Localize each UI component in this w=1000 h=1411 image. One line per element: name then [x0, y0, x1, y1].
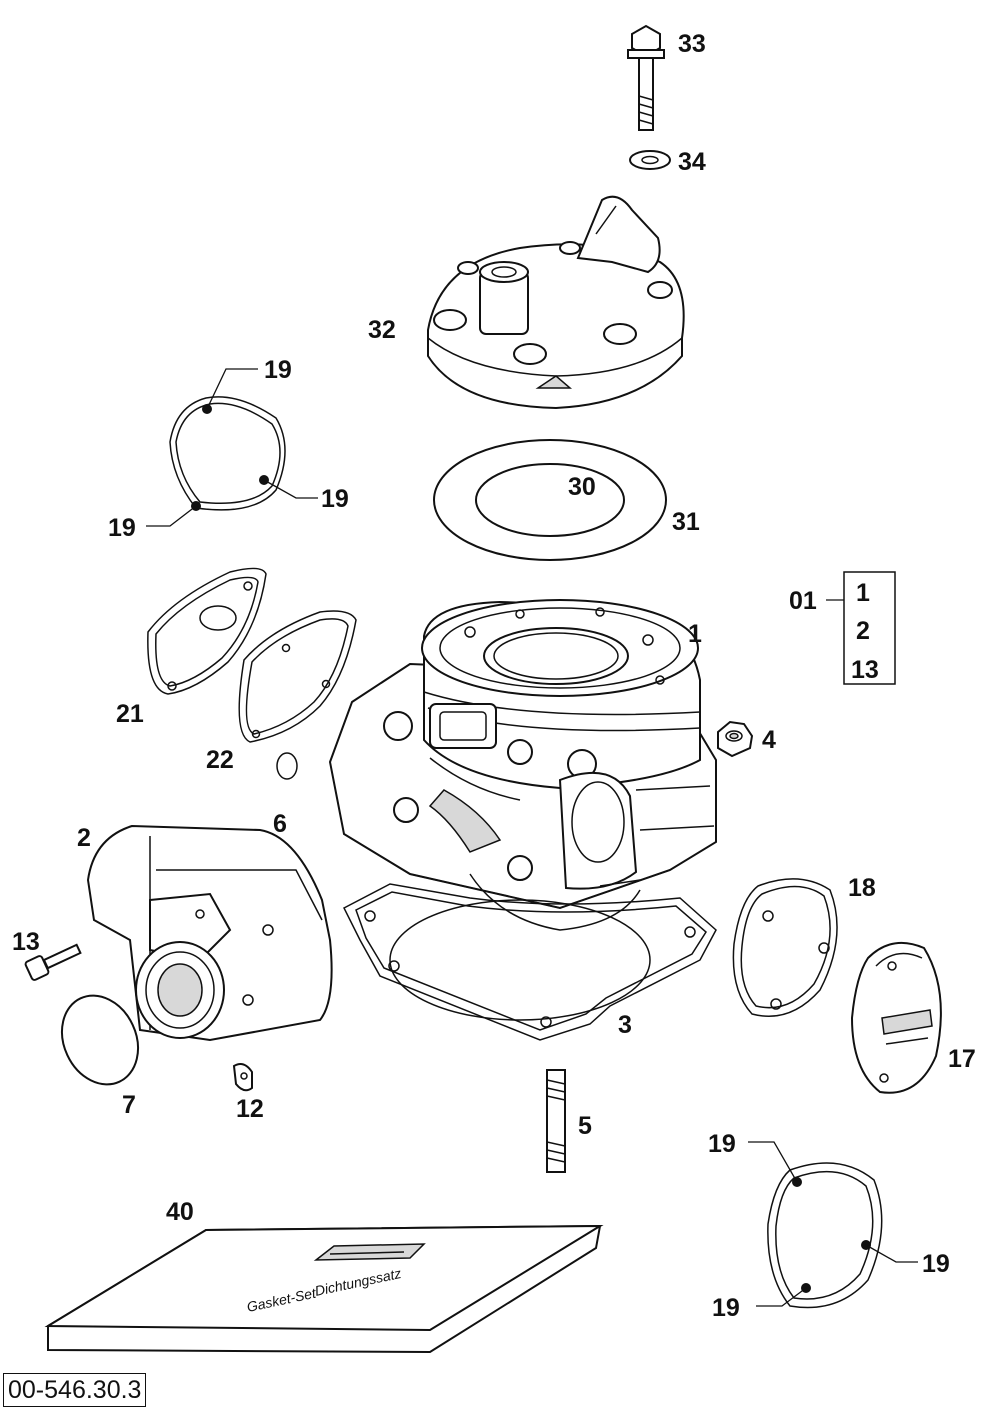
callout-12: 12	[236, 1095, 264, 1123]
base-gasket-part-3	[342, 883, 717, 1041]
callout-21: 21	[116, 700, 144, 728]
callout-32: 32	[368, 316, 396, 344]
gasket-part-22	[238, 610, 357, 743]
callout-19-lower-top: 19	[708, 1130, 736, 1158]
callout-6: 6	[273, 810, 287, 838]
head-o-rings-part-30-31	[433, 439, 667, 561]
callout-33: 33	[678, 30, 706, 58]
gasket-set-booklet-part-40: Dichtungssatz Gasket-Set	[44, 1224, 604, 1354]
bolt-part-33	[627, 24, 665, 131]
callout-34: 34	[678, 148, 706, 176]
callout-19-top: 19	[264, 356, 292, 384]
kit-item-13: 13	[851, 656, 879, 684]
kit-01-bracket	[826, 571, 896, 685]
drawing-number-label: 00-546.30.3	[3, 1373, 147, 1407]
gasket-part-18	[732, 878, 838, 1018]
cylinder-head-part-32	[427, 195, 685, 410]
callout-22: 22	[206, 746, 234, 774]
callout-19-right: 19	[321, 485, 349, 513]
nut-part-4	[717, 720, 754, 758]
o-ring-part-7	[61, 994, 139, 1086]
callout-3: 3	[618, 1011, 632, 1039]
gasket-part-21	[147, 567, 267, 695]
callout-17: 17	[948, 1045, 976, 1073]
callout-13: 13	[12, 928, 40, 956]
kit-item-2: 2	[856, 617, 870, 645]
callout-19-left: 19	[108, 514, 136, 542]
callout-31: 31	[672, 508, 700, 536]
callout-4: 4	[762, 726, 776, 754]
o-ring-part-6	[276, 752, 298, 780]
cover-part-17	[850, 941, 942, 1094]
callout-30: 30	[568, 473, 596, 501]
cylinder-part-1	[328, 599, 717, 931]
callout-01: 01	[789, 587, 817, 615]
callout-1: 1	[688, 620, 702, 648]
callout-40: 40	[166, 1198, 194, 1226]
clip-part-12	[232, 1063, 253, 1092]
callout-18: 18	[848, 874, 876, 902]
exhaust-flange-part-2	[86, 824, 333, 1042]
kit-item-1: 1	[856, 579, 870, 607]
callout-7: 7	[122, 1091, 136, 1119]
callout-19-lower-right: 19	[922, 1250, 950, 1278]
callout-5: 5	[578, 1112, 592, 1140]
callout-19-lower-left: 19	[712, 1294, 740, 1322]
gasket-lower-right	[748, 1141, 918, 1309]
gasket-upper-left	[146, 368, 318, 527]
screw-part-13	[24, 943, 82, 981]
stud-part-5	[546, 1069, 566, 1173]
washer-part-34	[629, 150, 671, 170]
callout-2: 2	[77, 824, 91, 852]
